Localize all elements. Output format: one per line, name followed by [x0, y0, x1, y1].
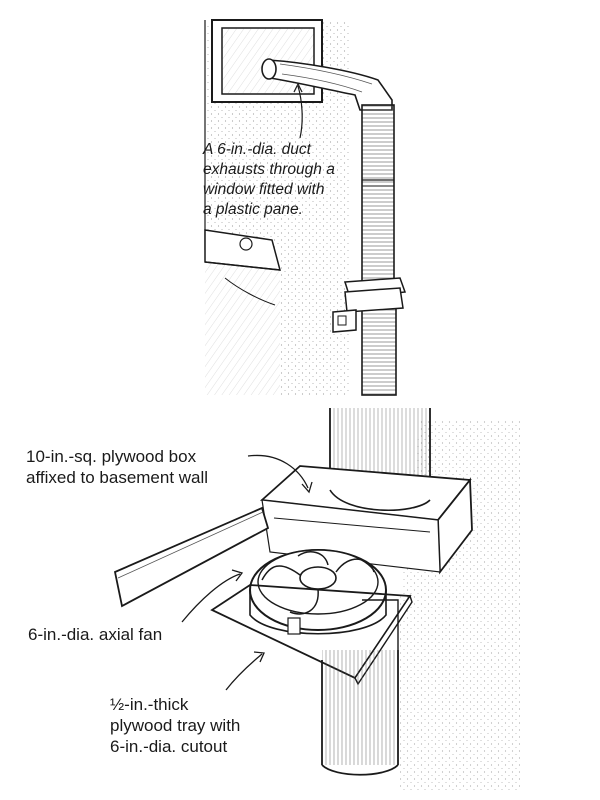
tray-leader-line	[225, 653, 263, 691]
dryer-appliance	[204, 229, 282, 395]
tray-callout: ½-in.-thick plywood tray with 6-in.-dia.…	[110, 695, 241, 756]
duct-leader-line	[297, 85, 303, 139]
plywood-board	[113, 506, 270, 608]
exhaust-duct-top	[261, 58, 397, 396]
duct-callout: A 6-in.-dia. duct exhausts through a win…	[203, 141, 335, 218]
fan-leader-line	[181, 573, 241, 623]
axial-fan	[249, 549, 387, 635]
exhaust-duct-lower	[321, 599, 399, 776]
box-leader-line	[247, 454, 309, 489]
box-callout: 10-in.-sq. plywood box affixed to baseme…	[26, 447, 209, 487]
basement-wall-top	[204, 20, 350, 395]
plywood-box-top	[332, 277, 407, 333]
fan-callout: 6-in.-dia. axial fan	[28, 625, 163, 644]
